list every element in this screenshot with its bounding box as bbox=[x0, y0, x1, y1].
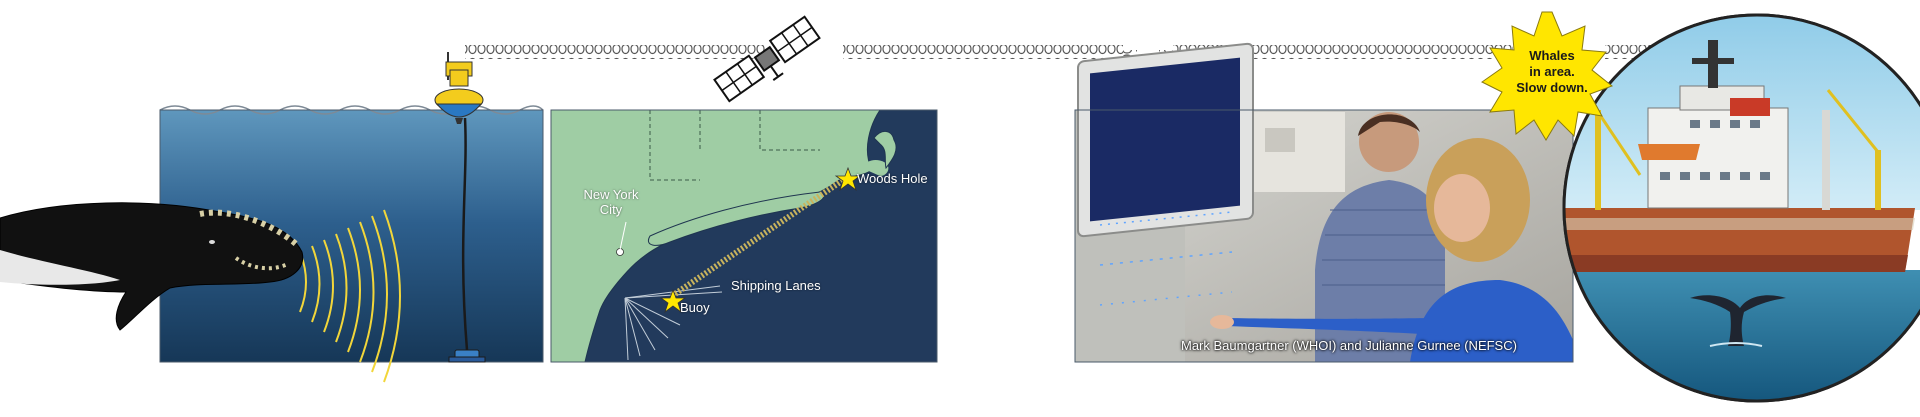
map-label-buoy: Buoy bbox=[680, 300, 710, 315]
map-label-new-york-city: New York City bbox=[583, 187, 639, 217]
map-label-shipping-lanes: Shipping Lanes bbox=[731, 278, 821, 293]
alert-burst bbox=[1481, 11, 1614, 141]
photo-caption: Mark Baumgartner (WHOI) and Julianne Gur… bbox=[1181, 338, 1517, 353]
alert-message: Whales in area. Slow down. bbox=[1502, 48, 1602, 96]
whale-illustration bbox=[0, 202, 304, 331]
star-marker-icon bbox=[616, 166, 862, 314]
acoustic-waves bbox=[299, 209, 401, 383]
map-label-woods-hole: Woods Hole bbox=[857, 171, 928, 186]
map-panel bbox=[550, 109, 938, 363]
lab-photo-panel bbox=[1074, 42, 1574, 363]
alert-line: in area. bbox=[1529, 64, 1575, 79]
buoy-icon bbox=[434, 52, 484, 124]
alert-line: Slow down. bbox=[1516, 80, 1588, 95]
mooring-line bbox=[448, 117, 486, 363]
satellite-icon bbox=[713, 15, 821, 103]
whale-tail-icon bbox=[1690, 295, 1786, 347]
alert-line: Whales bbox=[1529, 48, 1575, 63]
